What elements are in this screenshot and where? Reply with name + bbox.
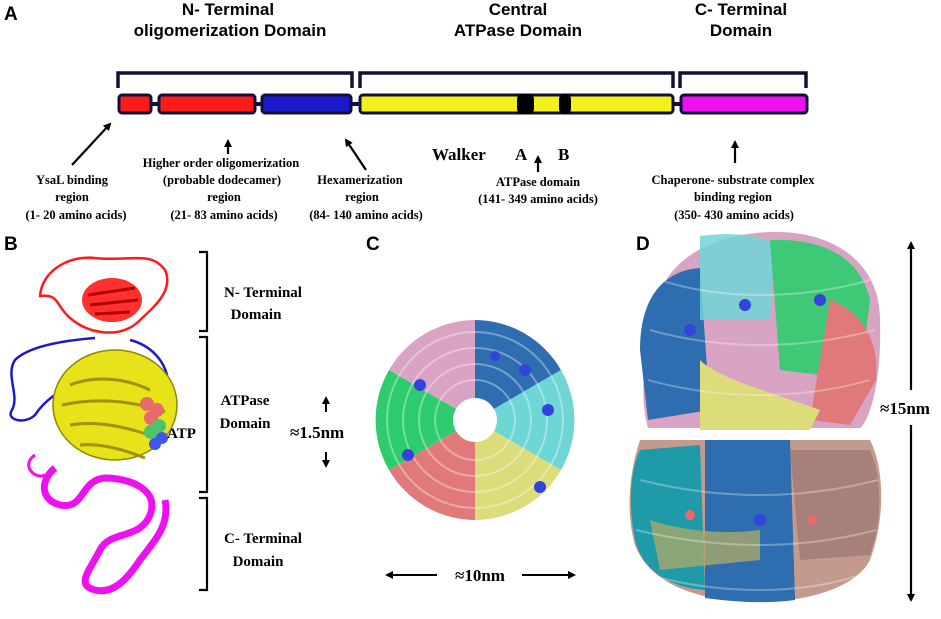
atpase-box	[358, 93, 675, 115]
n-terminal-coil	[38, 256, 169, 334]
domain-brackets	[116, 71, 808, 88]
panel-label-b: B	[4, 234, 18, 255]
region-hexa-line3: (84- 140 amino acids)	[309, 208, 423, 222]
n-domain-label-line2: Domain	[231, 307, 282, 323]
n-domain-label-line1: N- Terminal	[224, 285, 302, 301]
hexamer-structure	[375, 320, 575, 520]
header-central-line1: Central	[489, 0, 548, 19]
height-dimension-label: ≈15nm	[880, 399, 930, 418]
header-n-terminal-line2: oligomerization Domain	[134, 21, 327, 40]
dodecamer-ribbon-texture	[635, 279, 879, 591]
region-hexa-line2: region	[345, 190, 379, 204]
region-annotations: YsaL binding region (1- 20 amino acids) …	[25, 156, 815, 222]
region-ysal-line3: (1- 20 amino acids)	[25, 208, 126, 222]
region-atpase-line1: ATPase domain	[496, 175, 580, 189]
walker-a-motif	[517, 94, 534, 114]
hexamer-ribbon-texture	[386, 331, 564, 509]
dodecamer-structure	[629, 231, 882, 603]
c-domain-label-line2: Domain	[233, 554, 284, 570]
n-terminal-strands	[87, 286, 139, 316]
walker-a-label: A	[515, 145, 528, 164]
header-c-terminal-line2: Domain	[710, 21, 772, 40]
header-central-line2: ATPase Domain	[454, 21, 582, 40]
panel-label-c: C	[366, 234, 380, 255]
region-oligo-line2: (probable dodecamer)	[163, 173, 281, 187]
arrow-hexamerization	[344, 138, 367, 171]
c-domain-label-line1: C- Terminal	[224, 531, 302, 547]
atpase-strands	[61, 377, 166, 460]
region-oligo-line1: Higher order oligomerization	[143, 156, 299, 170]
region-ysal-line2: region	[55, 190, 89, 204]
dimension-arrows-c	[322, 396, 576, 579]
pore-dimension-label: ≈1.5nm	[290, 423, 344, 442]
arrow-ysal	[71, 122, 112, 166]
region-atpase-line2: (141- 349 amino acids)	[478, 192, 598, 206]
region-arrows	[71, 122, 739, 172]
c-terminal-helices	[40, 465, 170, 595]
region-ysal-line1: YsaL binding	[36, 173, 109, 187]
atpase-domain-label-line2: Domain	[220, 416, 271, 432]
linker-coil	[9, 336, 96, 422]
hexamer-pore	[453, 398, 497, 442]
oligomerization-box	[157, 93, 257, 115]
panel-label-a: A	[4, 4, 18, 25]
bracket-n-terminal	[116, 71, 354, 88]
ysal-binding-box	[117, 93, 153, 115]
panel-label-d: D	[636, 234, 650, 255]
width-dimension-label: ≈10nm	[455, 566, 505, 585]
bracket-c-terminal	[678, 71, 808, 88]
bracket-central	[358, 71, 675, 88]
region-oligo-line3: region	[207, 190, 241, 204]
region-hexa-line1: Hexamerization	[317, 173, 402, 187]
atp-label: ATP	[167, 426, 196, 442]
header-c-terminal-line1: C- Terminal	[695, 0, 787, 19]
walker-b-label: B	[558, 145, 569, 164]
c-terminal-box	[679, 93, 809, 115]
walker-b-motif	[559, 94, 571, 114]
region-chaperone-line2: binding region	[694, 190, 772, 204]
hexamerization-box	[260, 93, 353, 115]
region-oligo-line4: (21- 83 amino acids)	[170, 208, 277, 222]
header-n-terminal-line1: N- Terminal	[182, 0, 274, 19]
region-chaperone-line3: (350- 430 amino acids)	[674, 208, 794, 222]
atpase-domain-label-line1: ATPase	[221, 393, 270, 409]
monomer-domain-brackets	[199, 250, 209, 592]
region-chaperone-line1: Chaperone- substrate complex	[652, 173, 816, 187]
walker-label: Walker	[432, 145, 486, 164]
monomer-structure	[9, 256, 178, 595]
